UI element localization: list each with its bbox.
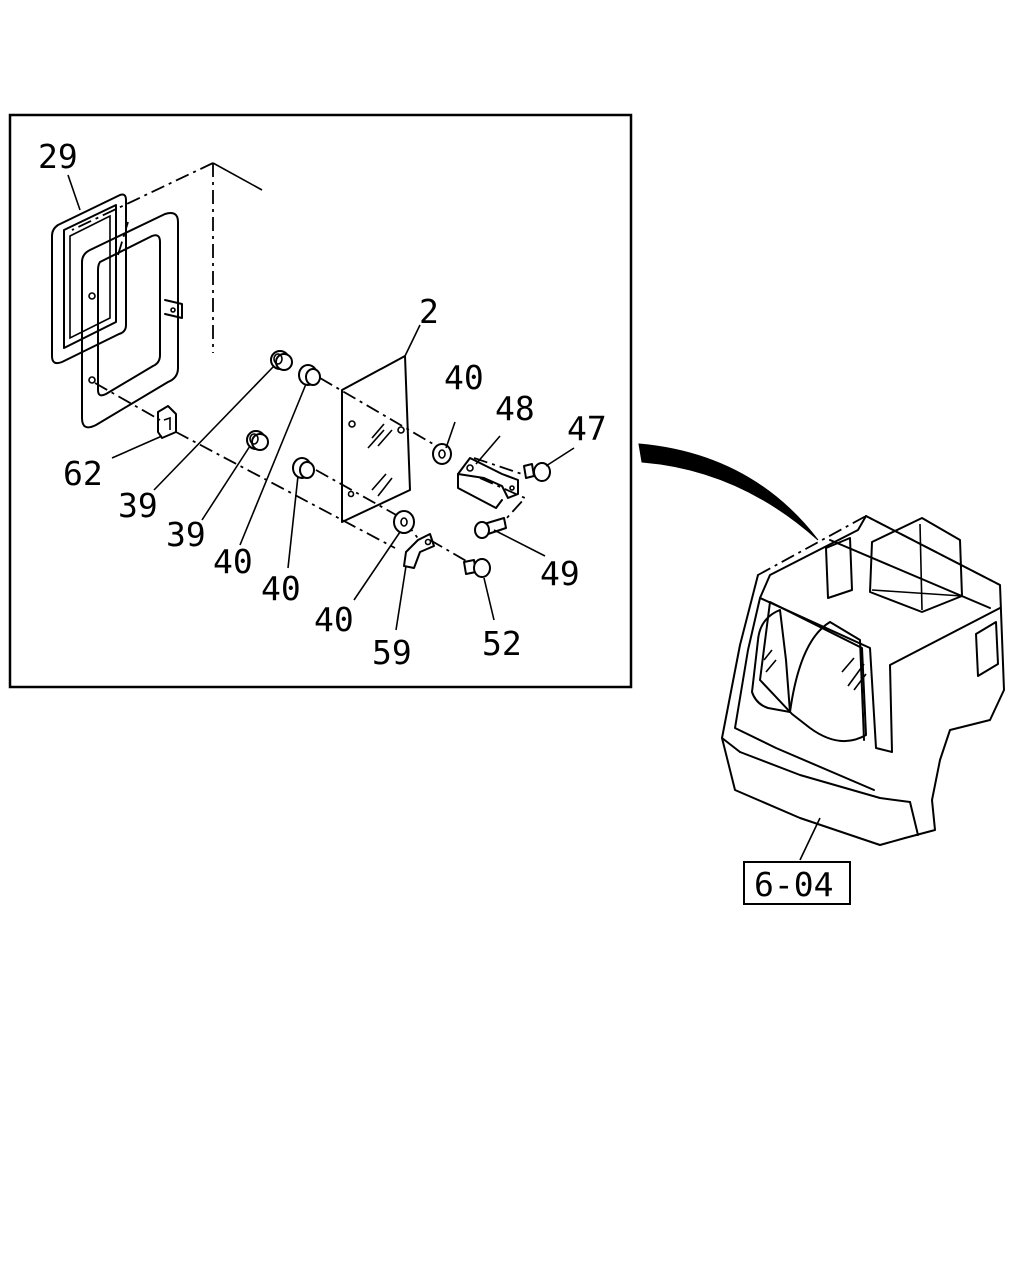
screw-part-49	[474, 517, 507, 539]
reference-label: 6-04	[754, 865, 833, 904]
screw-part-52	[463, 558, 491, 578]
detail-frame	[8, 113, 633, 689]
window-frame	[81, 212, 183, 429]
bracket-part-59	[403, 533, 435, 569]
callout-39-b: 39	[166, 515, 206, 554]
washer-part-40-a	[298, 364, 321, 386]
callout-52: 52	[482, 624, 522, 663]
grommet-part-39-upper	[270, 350, 293, 371]
washer-part-40-c	[432, 443, 452, 465]
clip-part-62	[157, 405, 177, 439]
callout-49: 49	[540, 554, 580, 593]
callout-48: 48	[495, 389, 535, 428]
callout-40-b: 40	[213, 542, 253, 581]
callout-59: 59	[372, 633, 412, 672]
grommet-part-39-lower	[246, 430, 269, 451]
callout-47: 47	[567, 409, 607, 448]
washer-part-40-b	[292, 457, 315, 479]
callout-40-c: 40	[261, 569, 301, 608]
callout-40-a: 40	[444, 358, 484, 397]
callout-40-d: 40	[314, 600, 354, 639]
reference-box: 6-04	[743, 861, 851, 905]
callout-39-a: 39	[118, 486, 158, 525]
seal-part-29	[51, 193, 127, 365]
washer-part-40-d	[393, 510, 415, 534]
glass-part-2	[341, 355, 411, 523]
cab-overview	[721, 514, 1005, 861]
screw-part-47	[523, 462, 551, 482]
callout-29: 29	[38, 137, 78, 176]
leader-lines	[67, 174, 575, 631]
callout-2: 2	[419, 292, 439, 331]
body-reference-lines	[71, 162, 263, 353]
location-arrow	[638, 443, 819, 541]
callout-62: 62	[63, 454, 103, 493]
latch-part-48	[457, 457, 519, 509]
